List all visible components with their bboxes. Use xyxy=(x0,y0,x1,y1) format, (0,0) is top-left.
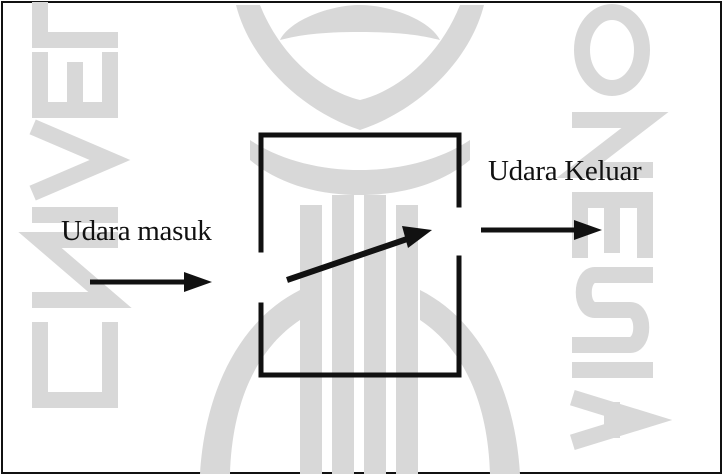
chamber-box xyxy=(258,132,462,378)
internal-flow-arrow xyxy=(286,226,432,283)
outlet-label: Udara Keluar xyxy=(488,155,642,187)
outlet-arrow xyxy=(481,220,602,240)
inlet-arrow xyxy=(90,272,212,292)
inlet-label: Udara masuk xyxy=(61,215,212,247)
